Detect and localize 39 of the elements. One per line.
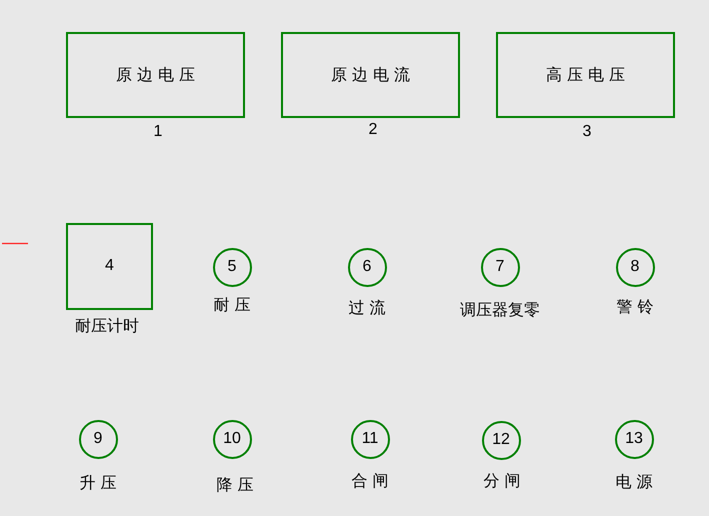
circle-number: 11: [362, 430, 378, 448]
numbered-circle: [350, 420, 390, 458]
box-number: 3: [582, 122, 592, 142]
numbered-circle: [212, 420, 252, 458]
circle-number: 13: [625, 430, 643, 448]
numbered-circle: [482, 420, 520, 460]
labeled-box: [66, 223, 153, 310]
caption-text: 调压器复零: [460, 300, 540, 320]
numbered-circle: [212, 248, 252, 286]
box-title: 原 边 电 压: [116, 66, 196, 84]
circle-number: 8: [630, 258, 640, 276]
caption-text: 过 流: [348, 298, 386, 318]
labeled-box: [281, 32, 460, 118]
labeled-box: [66, 32, 245, 118]
caption-text: 降 压: [216, 476, 254, 494]
box-number: 1: [154, 122, 162, 142]
caption-text: 升 压: [79, 474, 117, 492]
circle-number: 6: [362, 258, 372, 276]
circle-number: 10: [223, 430, 241, 448]
circle-number: 7: [496, 258, 504, 276]
numbered-circle: [616, 248, 654, 286]
numbered-circle: [348, 248, 386, 286]
caption-text: 合 闸: [351, 472, 389, 490]
caption-text: 电 源: [615, 472, 653, 492]
circle-number: 9: [94, 430, 102, 448]
circle-number: 12: [492, 430, 510, 450]
box-title: 高 压 电 压: [546, 66, 626, 84]
caption-text: 分 闸: [483, 472, 521, 490]
caption-text: 警 铃: [616, 298, 654, 316]
caption-text: 耐压计时: [75, 316, 139, 336]
numbered-circle: [614, 420, 654, 458]
circle-number: 5: [228, 258, 236, 276]
numbered-circle: [78, 420, 118, 458]
box-number: 2: [368, 120, 378, 140]
numbered-circle: [480, 248, 520, 286]
caption-text: 耐 压: [213, 296, 251, 314]
box-number: 4: [105, 257, 114, 276]
box-title: 原 边 电 流: [330, 66, 410, 84]
labeled-box: [496, 32, 675, 118]
